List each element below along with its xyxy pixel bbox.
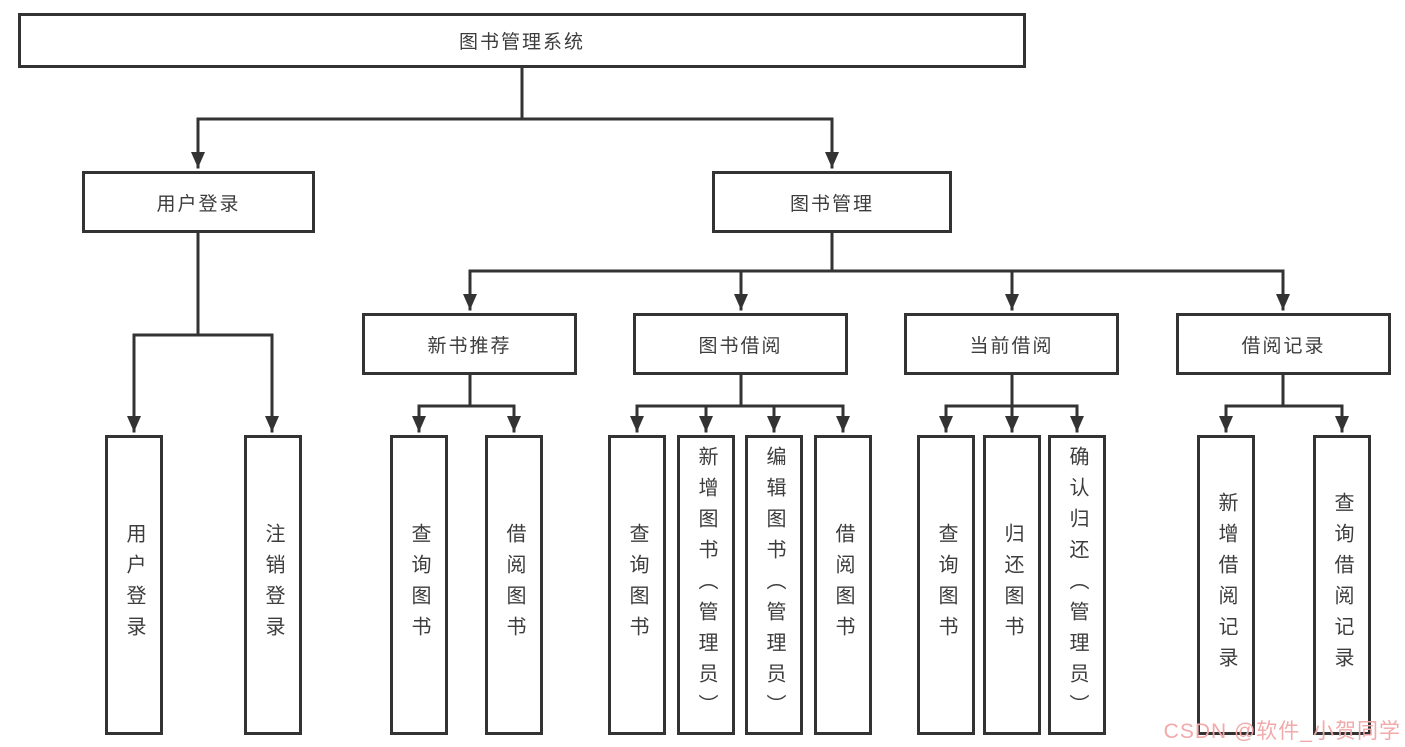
leaf-borrow-book: 借阅图书 bbox=[814, 435, 872, 735]
leaf-newbook-query: 查询图书 bbox=[390, 435, 448, 735]
node-current-borrow-label: 当前借阅 bbox=[969, 335, 1054, 357]
leaf-borrow-book-label: 借阅图书 bbox=[832, 523, 854, 647]
leaf-query-borrow-record-label: 查询借阅记录 bbox=[1331, 492, 1353, 678]
leaf-query-borrow-record: 查询借阅记录 bbox=[1313, 435, 1371, 735]
leaf-confirm-return-admin-label: 确认归还（管理员） bbox=[1066, 445, 1088, 725]
leaf-borrow-query-book: 查询图书 bbox=[608, 435, 666, 735]
leaf-add-book-admin: 新增图书（管理员） bbox=[677, 435, 735, 735]
node-root-label: 图书管理系统 bbox=[458, 32, 585, 53]
node-user-login-label: 用户登录 bbox=[156, 193, 241, 215]
node-book-borrow: 图书借阅 bbox=[633, 313, 848, 375]
leaf-borrow-query-book-label: 查询图书 bbox=[626, 523, 648, 647]
node-book-management-label: 图书管理 bbox=[789, 193, 874, 215]
leaf-add-borrow-record-label: 新增借阅记录 bbox=[1215, 492, 1237, 678]
leaf-current-query-book: 查询图书 bbox=[917, 435, 975, 735]
leaf-newbook-borrow: 借阅图书 bbox=[485, 435, 543, 735]
leaf-user-login: 用户登录 bbox=[105, 435, 163, 735]
leaf-user-login-label: 用户登录 bbox=[123, 523, 145, 647]
node-book-management: 图书管理 bbox=[712, 171, 952, 233]
node-borrow-record-label: 借阅记录 bbox=[1241, 335, 1326, 357]
node-book-borrow-label: 图书借阅 bbox=[698, 335, 783, 357]
leaf-edit-book-admin-label: 编辑图书（管理员） bbox=[763, 445, 785, 725]
leaf-logout: 注销登录 bbox=[244, 435, 302, 735]
leaf-current-query-book-label: 查询图书 bbox=[935, 523, 957, 647]
leaf-add-book-admin-label: 新增图书（管理员） bbox=[695, 445, 717, 725]
node-borrow-record: 借阅记录 bbox=[1176, 313, 1391, 375]
leaf-newbook-borrow-label: 借阅图书 bbox=[503, 523, 525, 647]
leaf-edit-book-admin: 编辑图书（管理员） bbox=[745, 435, 803, 735]
leaf-add-borrow-record: 新增借阅记录 bbox=[1197, 435, 1255, 735]
node-user-login: 用户登录 bbox=[82, 171, 315, 233]
csdn-watermark: CSDN @软件_小贺同学 bbox=[1163, 720, 1401, 743]
node-root-system: 图书管理系统 bbox=[18, 13, 1026, 68]
node-new-book-recommend-label: 新书推荐 bbox=[427, 335, 512, 357]
node-current-borrow: 当前借阅 bbox=[904, 313, 1119, 375]
leaf-return-book-label: 归还图书 bbox=[1001, 523, 1023, 647]
leaf-logout-label: 注销登录 bbox=[262, 523, 284, 647]
leaf-confirm-return-admin: 确认归还（管理员） bbox=[1048, 435, 1106, 735]
leaf-return-book: 归还图书 bbox=[983, 435, 1041, 735]
node-new-book-recommend: 新书推荐 bbox=[362, 313, 577, 375]
leaf-newbook-query-label: 查询图书 bbox=[408, 523, 430, 647]
